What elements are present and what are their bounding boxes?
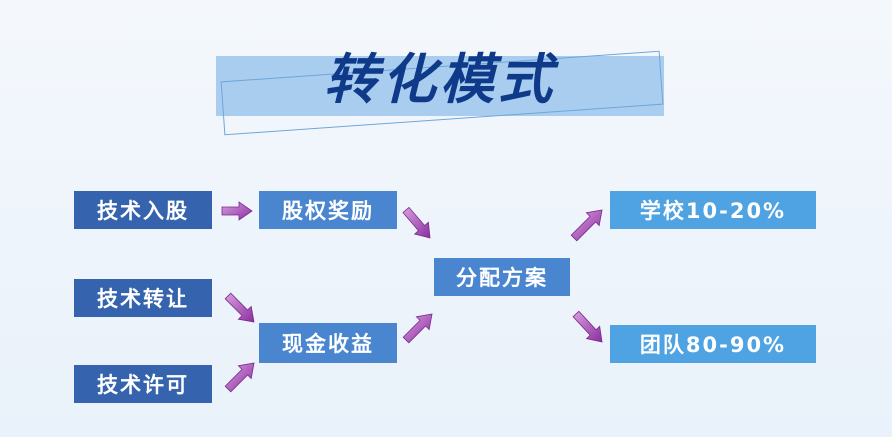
- arrow-equity-to-reward: [221, 201, 253, 221]
- node-tech-equity: 技术入股: [74, 191, 212, 229]
- arrow-reward-to-plan: [402, 206, 431, 239]
- arrow-plan-to-school: [570, 209, 603, 242]
- node-school-share: 学校10-20%: [610, 191, 816, 229]
- node-team-share: 团队80-90%: [610, 325, 816, 363]
- title-band: [216, 56, 664, 116]
- arrow-license-to-cash: [224, 362, 255, 393]
- arrow-cash-to-plan: [402, 313, 433, 344]
- arrows: [221, 201, 603, 393]
- page-title: 转化模式: [324, 47, 556, 111]
- arrow-plan-to-team: [572, 310, 603, 343]
- node-equity-reward: 股权奖励: [259, 191, 397, 229]
- arrow-transfer-to-cash: [224, 292, 255, 323]
- node-cash-income: 现金收益: [259, 323, 397, 363]
- node-tech-license: 技术许可: [74, 365, 212, 403]
- title-banner: 转化模式: [0, 0, 892, 150]
- node-tech-transfer: 技术转让: [74, 279, 212, 317]
- node-distribution-plan: 分配方案: [434, 258, 570, 296]
